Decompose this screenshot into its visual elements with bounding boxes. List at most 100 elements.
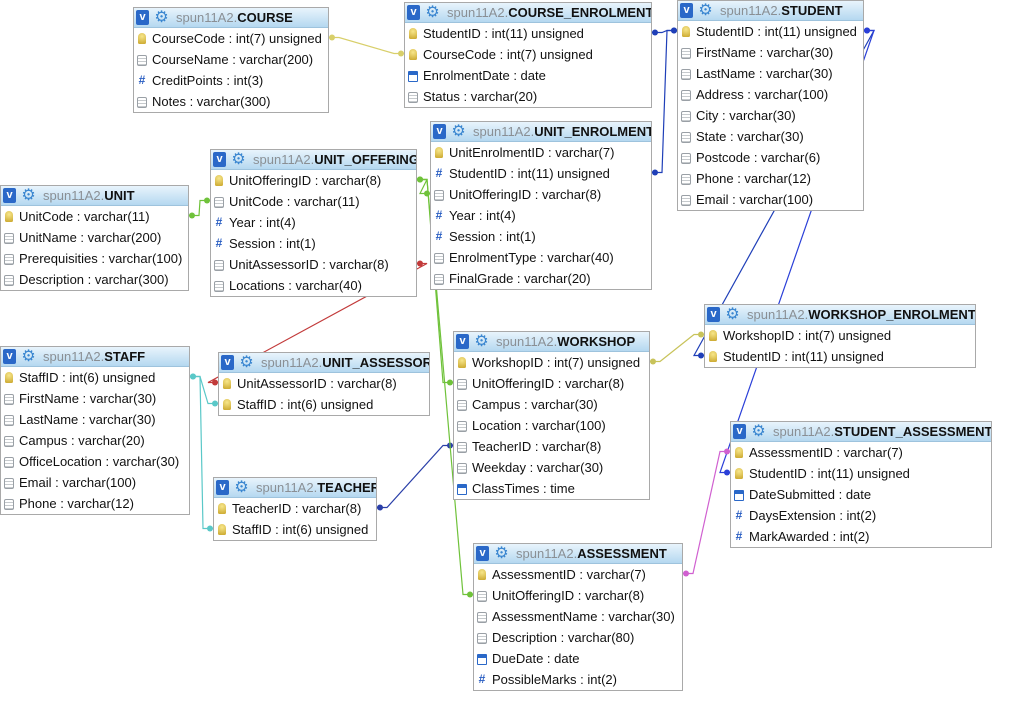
table-header[interactable]: v ⚙ spun11A2.UNIT_OFFERING (211, 150, 416, 170)
field-row[interactable]: StaffID : int(6) unsigned (219, 394, 429, 415)
gear-icon[interactable]: ⚙ (154, 9, 169, 26)
field-row[interactable]: Email : varchar(100) (1, 472, 189, 493)
field-row[interactable]: StudentID : int(11) unsigned (731, 463, 991, 484)
field-row[interactable]: CourseCode : int(7) unsigned (405, 44, 651, 65)
field-row[interactable]: Description : varchar(300) (1, 269, 188, 290)
gear-icon[interactable]: ⚙ (234, 479, 249, 496)
field-row[interactable]: UnitAssessorID : varchar(8) (219, 373, 429, 394)
field-row[interactable]: Phone : varchar(12) (1, 493, 189, 514)
field-row[interactable]: Campus : varchar(20) (1, 430, 189, 451)
field-row[interactable]: State : varchar(30) (678, 126, 863, 147)
field-row[interactable]: UnitAssessorID : varchar(8) (211, 254, 416, 275)
toggle-view-icon[interactable]: v (456, 334, 469, 349)
table-course[interactable]: v ⚙ spun11A2.COURSE CourseCode : int(7) … (133, 7, 329, 113)
field-row[interactable]: AssessmentID : varchar(7) (474, 564, 682, 585)
toggle-view-icon[interactable]: v (707, 307, 720, 322)
field-row[interactable]: StudentID : int(11) unsigned (678, 21, 863, 42)
toggle-view-icon[interactable]: v (3, 188, 16, 203)
gear-icon[interactable]: ⚙ (725, 306, 740, 323)
toggle-view-icon[interactable]: v (221, 355, 234, 370)
field-row[interactable]: StaffID : int(6) unsigned (214, 519, 376, 540)
field-row[interactable]: WorkshopID : int(7) unsigned (454, 352, 649, 373)
toggle-view-icon[interactable]: v (3, 349, 16, 364)
table-unit-assessor[interactable]: v ⚙ spun11A2.UNIT_ASSESSOR UnitAssessorI… (218, 352, 430, 416)
field-row[interactable]: UnitOfferingID : varchar(8) (431, 184, 651, 205)
field-row[interactable]: ClassTimes : time (454, 478, 649, 499)
table-header[interactable]: v ⚙ spun11A2.WORKSHOP (454, 332, 649, 352)
field-row[interactable]: Postcode : varchar(6) (678, 147, 863, 168)
table-workshop[interactable]: v ⚙ spun11A2.WORKSHOP WorkshopID : int(7… (453, 331, 650, 500)
toggle-view-icon[interactable]: v (733, 424, 746, 439)
field-row[interactable]: StaffID : int(6) unsigned (1, 367, 189, 388)
field-row[interactable]: #PossibleMarks : int(2) (474, 669, 682, 690)
table-header[interactable]: v ⚙ spun11A2.WORKSHOP_ENROLMENT (705, 305, 975, 325)
field-row[interactable]: Email : varchar(100) (678, 189, 863, 210)
table-staff[interactable]: v ⚙ spun11A2.STAFF StaffID : int(6) unsi… (0, 346, 190, 515)
gear-icon[interactable]: ⚙ (231, 151, 246, 168)
field-row[interactable]: #Session : int(1) (431, 226, 651, 247)
field-row[interactable]: Notes : varchar(300) (134, 91, 328, 112)
field-row[interactable]: DateSubmitted : date (731, 484, 991, 505)
field-row[interactable]: Weekday : varchar(30) (454, 457, 649, 478)
gear-icon[interactable]: ⚙ (494, 545, 509, 562)
toggle-view-icon[interactable]: v (407, 5, 420, 20)
table-unit[interactable]: v ⚙ spun11A2.UNIT UnitCode : varchar(11)… (0, 185, 189, 291)
field-row[interactable]: Locations : varchar(40) (211, 275, 416, 296)
field-row[interactable]: Campus : varchar(30) (454, 394, 649, 415)
field-row[interactable]: WorkshopID : int(7) unsigned (705, 325, 975, 346)
table-header[interactable]: v ⚙ spun11A2.UNIT_ASSESSOR (219, 353, 429, 373)
field-row[interactable]: UnitCode : varchar(11) (1, 206, 188, 227)
field-row[interactable]: Location : varchar(100) (454, 415, 649, 436)
field-row[interactable]: #MarkAwarded : int(2) (731, 526, 991, 547)
field-row[interactable]: TeacherID : varchar(8) (454, 436, 649, 457)
table-header[interactable]: v ⚙ spun11A2.STAFF (1, 347, 189, 367)
field-row[interactable]: UnitOfferingID : varchar(8) (454, 373, 649, 394)
table-header[interactable]: v ⚙ spun11A2.STUDENT_ASSESSMENT (731, 422, 991, 442)
table-header[interactable]: v ⚙ spun11A2.UNIT (1, 186, 188, 206)
table-header[interactable]: v ⚙ spun11A2.COURSE (134, 8, 328, 28)
field-row[interactable]: #DaysExtension : int(2) (731, 505, 991, 526)
field-row[interactable]: UnitOfferingID : varchar(8) (474, 585, 682, 606)
field-row[interactable]: FirstName : varchar(30) (678, 42, 863, 63)
field-row[interactable]: FinalGrade : varchar(20) (431, 268, 651, 289)
toggle-view-icon[interactable]: v (136, 10, 149, 25)
field-row[interactable]: #Year : int(4) (211, 212, 416, 233)
field-row[interactable]: EnrolmentType : varchar(40) (431, 247, 651, 268)
field-row[interactable]: DueDate : date (474, 648, 682, 669)
toggle-view-icon[interactable]: v (213, 152, 226, 167)
field-row[interactable]: OfficeLocation : varchar(30) (1, 451, 189, 472)
field-row[interactable]: LastName : varchar(30) (678, 63, 863, 84)
field-row[interactable]: TeacherID : varchar(8) (214, 498, 376, 519)
gear-icon[interactable]: ⚙ (21, 348, 36, 365)
field-row[interactable]: City : varchar(30) (678, 105, 863, 126)
gear-icon[interactable]: ⚙ (425, 4, 440, 21)
field-row[interactable]: AssessmentName : varchar(30) (474, 606, 682, 627)
field-row[interactable]: CourseCode : int(7) unsigned (134, 28, 328, 49)
gear-icon[interactable]: ⚙ (751, 423, 766, 440)
table-header[interactable]: v ⚙ spun11A2.UNIT_ENROLMENT (431, 122, 651, 142)
field-row[interactable]: Address : varchar(100) (678, 84, 863, 105)
gear-icon[interactable]: ⚙ (239, 354, 254, 371)
table-unit-offering[interactable]: v ⚙ spun11A2.UNIT_OFFERING UnitOfferingI… (210, 149, 417, 297)
field-row[interactable]: Prerequisities : varchar(100) (1, 248, 188, 269)
table-header[interactable]: v ⚙ spun11A2.TEACHER (214, 478, 376, 498)
field-row[interactable]: StudentID : int(11) unsigned (405, 23, 651, 44)
gear-icon[interactable]: ⚙ (474, 333, 489, 350)
table-student[interactable]: v ⚙ spun11A2.STUDENT StudentID : int(11)… (677, 0, 864, 211)
table-course-enrolment[interactable]: v ⚙ spun11A2.COURSE_ENROLMENT StudentID … (404, 2, 652, 108)
table-assessment[interactable]: v ⚙ spun11A2.ASSESSMENT AssessmentID : v… (473, 543, 683, 691)
field-row[interactable]: Status : varchar(20) (405, 86, 651, 107)
table-teacher[interactable]: v ⚙ spun11A2.TEACHER TeacherID : varchar… (213, 477, 377, 541)
field-row[interactable]: AssessmentID : varchar(7) (731, 442, 991, 463)
table-header[interactable]: v ⚙ spun11A2.STUDENT (678, 1, 863, 21)
field-row[interactable]: UnitCode : varchar(11) (211, 191, 416, 212)
field-row[interactable]: UnitName : varchar(200) (1, 227, 188, 248)
field-row[interactable]: #CreditPoints : int(3) (134, 70, 328, 91)
field-row[interactable]: #StudentID : int(11) unsigned (431, 163, 651, 184)
table-workshop-enrolment[interactable]: v ⚙ spun11A2.WORKSHOP_ENROLMENT Workshop… (704, 304, 976, 368)
gear-icon[interactable]: ⚙ (21, 187, 36, 204)
field-row[interactable]: LastName : varchar(30) (1, 409, 189, 430)
field-row[interactable]: UnitEnrolmentID : varchar(7) (431, 142, 651, 163)
toggle-view-icon[interactable]: v (216, 480, 229, 495)
field-row[interactable]: CourseName : varchar(200) (134, 49, 328, 70)
